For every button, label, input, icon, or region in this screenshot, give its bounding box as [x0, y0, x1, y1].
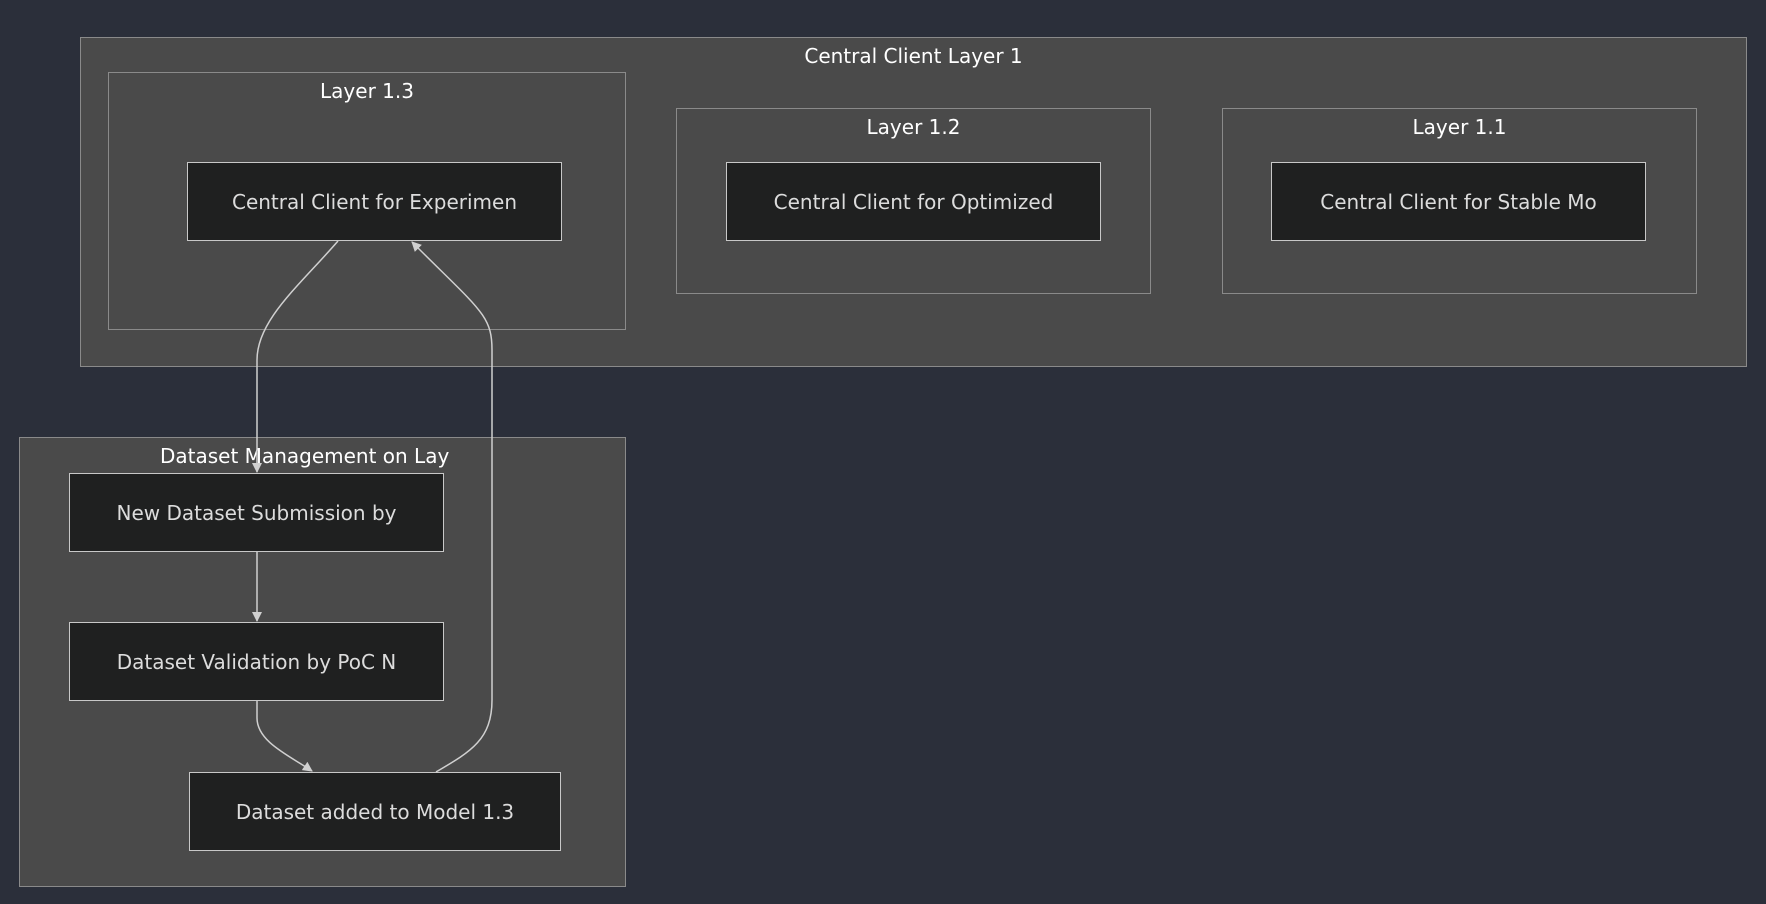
- node-central-client-stable[interactable]: Central Client for Stable Mo: [1271, 162, 1646, 241]
- node-new-dataset-submission[interactable]: New Dataset Submission by: [69, 473, 444, 552]
- node-label: Dataset Validation by PoC N: [116, 649, 397, 674]
- node-central-client-experimental[interactable]: Central Client for Experimen: [187, 162, 562, 241]
- node-label: Central Client for Optimized: [773, 189, 1054, 214]
- cluster-title-central-client-layer-1: Central Client Layer 1: [804, 44, 1023, 68]
- cluster-title-layer-1-1: Layer 1.1: [1412, 115, 1507, 139]
- cluster-title-layer-1-3: Layer 1.3: [320, 79, 414, 103]
- node-label: Dataset added to Model 1.3: [235, 799, 515, 824]
- node-central-client-optimized[interactable]: Central Client for Optimized: [726, 162, 1101, 241]
- node-label: New Dataset Submission by: [116, 500, 397, 525]
- cluster-title-dataset-management: Dataset Management on Lay: [160, 444, 450, 468]
- node-dataset-validation[interactable]: Dataset Validation by PoC N: [69, 622, 444, 701]
- node-label: Central Client for Stable Mo: [1320, 189, 1597, 214]
- cluster-title-layer-1-2: Layer 1.2: [866, 115, 961, 139]
- node-label: Central Client for Experimen: [231, 189, 517, 214]
- node-dataset-added[interactable]: Dataset added to Model 1.3: [189, 772, 561, 851]
